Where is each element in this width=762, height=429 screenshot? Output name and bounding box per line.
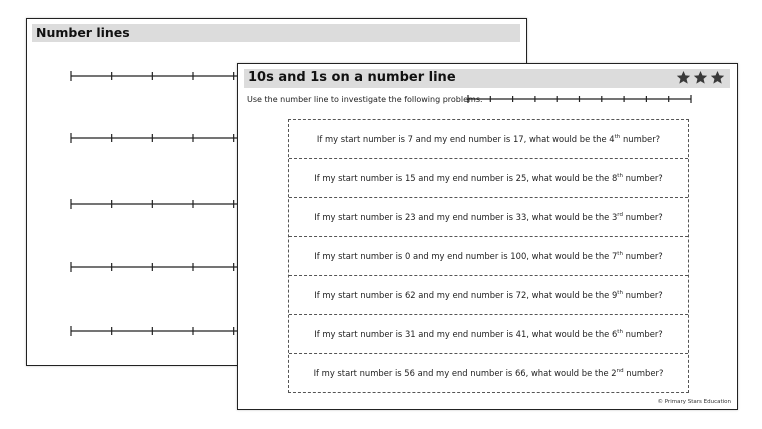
problem-text: If my start number is 23 and my end numb… [314,212,663,222]
star-icon [693,70,708,84]
star-icon [710,70,725,84]
copyright-notice: © Primary Stars Education [657,399,731,405]
number-lines-title-bar: Number lines [32,24,520,42]
problem-text: If my start number is 31 and my end numb… [314,329,663,339]
problem-text: If my start number is 7 and my end numbe… [316,134,661,144]
problem-row: If my start number is 7 and my end numbe… [289,120,688,159]
problem-text: If my start number is 15 and my end numb… [314,173,663,183]
problem-text: If my start number is 0 and my end numbe… [314,251,663,261]
difficulty-stars [676,70,725,85]
star-icon [676,70,691,84]
worksheet-title: 10s and 1s on a number line [248,70,456,85]
instruction-text: Use the number line to investigate the f… [247,95,483,104]
problem-row: If my start number is 56 and my end numb… [289,354,688,392]
problem-row: If my start number is 23 and my end numb… [289,198,688,237]
problem-row: If my start number is 62 and my end numb… [289,276,688,315]
number-lines-title: Number lines [36,25,130,40]
problem-text: If my start number is 62 and my end numb… [314,290,663,300]
worksheet-title-bar: 10s and 1s on a number line [244,69,730,88]
tens-and-ones-worksheet: 10s and 1s on a number line Use the numb… [237,63,738,410]
problem-row: If my start number is 0 and my end numbe… [289,237,688,276]
problem-row: If my start number is 15 and my end numb… [289,159,688,198]
problem-row: If my start number is 31 and my end numb… [289,315,688,354]
problem-list: If my start number is 7 and my end numbe… [288,119,689,393]
reference-number-line [467,95,692,103]
problem-text: If my start number is 56 and my end numb… [313,368,664,378]
